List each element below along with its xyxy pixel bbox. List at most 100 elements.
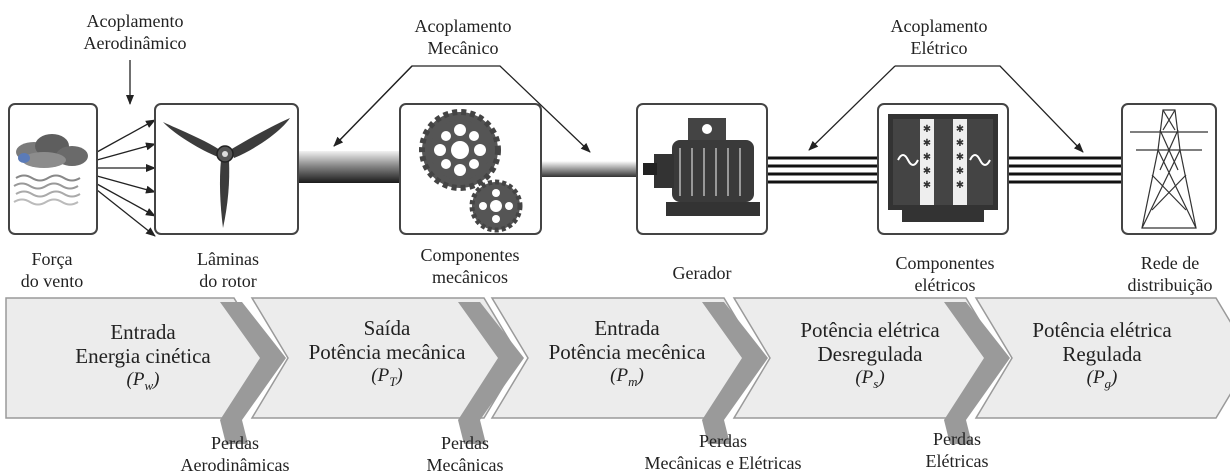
wind-arrows (96, 119, 156, 237)
stage-text-2: Saída Potência mecânica (PT) (287, 316, 487, 394)
coupling-label-line: Acoplamento (86, 11, 184, 31)
component-label-line: Gerador (672, 263, 732, 283)
mechanical-components-box (399, 103, 542, 235)
svg-text:✱: ✱ (956, 138, 964, 149)
symbol-letter: P (132, 369, 145, 390)
symbol-subscript: w (144, 377, 154, 393)
loss-label-line: Mecânicas e Elétricas (644, 453, 802, 473)
wind-force-box (8, 103, 98, 235)
stage-line: Entrada (110, 320, 176, 344)
component-label-line: distribuição (1127, 275, 1213, 295)
stage-line: Desregulada (817, 342, 923, 366)
stage-line: Energia cinética (75, 344, 211, 368)
component-label-line: elétricos (914, 275, 976, 295)
stage-symbol: (Ps) (855, 367, 885, 391)
stage-chevron-2 (250, 297, 521, 419)
symbol-subscript: T (389, 373, 397, 389)
svg-text:✱: ✱ (956, 166, 964, 177)
stage-text-3: Entrada Potência mecênica (Pm) (527, 316, 727, 394)
stage-line: Potência elétrica (800, 318, 940, 342)
stage-line: Potência elétrica (1032, 318, 1172, 342)
loss-label-mechanical-electrical: Perdas Mecânicas e Elétricas (628, 430, 818, 474)
coupling-label-line: Mecânico (427, 38, 499, 58)
coupling-label-line: Elétrico (910, 38, 968, 58)
symbol-letter: P (861, 367, 874, 388)
cloud-wind-icon (13, 134, 88, 206)
coupling-label-line: Acoplamento (414, 16, 512, 36)
loss-label-line: Perdas (211, 433, 259, 453)
loss-label-line: Elétricas (925, 451, 989, 471)
loss-arrow-4 (944, 302, 1010, 444)
loss-arrow-2 (458, 302, 524, 444)
component-label-line: do rotor (199, 271, 257, 291)
rotor-shaft (298, 151, 400, 183)
loss-label-aerodynamic: Perdas Aerodinâmicas (170, 432, 300, 476)
coupling-label-line: Acoplamento (890, 16, 988, 36)
transmission-tower-icon (1130, 109, 1208, 229)
component-label-line: mecânicos (432, 267, 508, 287)
stage-line: Potência mecênica (548, 340, 706, 364)
stage-line: Entrada (594, 316, 660, 340)
component-label-generator: Gerador (652, 262, 752, 284)
power-stage-chevrons (5, 297, 1230, 419)
converter-icon: ✱ ✱ ✱ ✱ ✱ ✱ ✱ ✱ ✱ ✱ (888, 114, 998, 222)
loss-label-line: Perdas (441, 433, 489, 453)
svg-text:✱: ✱ (923, 152, 931, 163)
svg-text:✱: ✱ (956, 124, 964, 135)
component-label-line: Força (31, 249, 73, 269)
coupling-label-line: Aerodinâmico (83, 33, 187, 53)
gearbox-shaft (541, 161, 637, 177)
stage-text-5: Potência elétrica Regulada (Pg) (1002, 318, 1202, 396)
loss-label-line: Mecânicas (426, 455, 504, 475)
mechanical-coupling-label: Acoplamento Mecânico (398, 15, 528, 59)
component-label-electrical: Componentes elétricos (880, 252, 1010, 296)
electrical-coupling-label: Acoplamento Elétrico (874, 15, 1004, 59)
loss-label-electrical: Perdas Elétricas (912, 428, 1002, 472)
gears-icon (419, 109, 523, 233)
generator-box (636, 103, 768, 235)
stage-line: Potência mecânica (308, 340, 466, 364)
stage-symbol: (Pm) (610, 365, 644, 389)
loss-arrow-1 (220, 302, 286, 444)
stage-line: Regulada (1062, 342, 1142, 366)
grid-box (1121, 103, 1217, 235)
loss-arrow-3 (702, 302, 768, 444)
symbol-subscript: g (1104, 375, 1112, 391)
component-label-line: Lâminas (197, 249, 259, 269)
component-label-mechanical: Componentes mecânicos (405, 244, 535, 288)
component-label-grid: Rede de distribuição (1112, 252, 1228, 296)
component-label-line: Componentes (895, 253, 995, 273)
component-label-line: Rede de (1140, 253, 1200, 273)
component-label-rotor: Lâminas do rotor (180, 248, 276, 292)
stage-text-4: Potência elétrica Desregulada (Ps) (770, 318, 970, 396)
svg-text:✱: ✱ (923, 180, 931, 191)
component-label-line: do vento (20, 271, 84, 291)
rotor-blades-box (154, 103, 299, 235)
svg-text:✱: ✱ (956, 180, 964, 191)
stage-symbol: (PT) (371, 365, 403, 389)
svg-text:✱: ✱ (923, 138, 931, 149)
loss-label-line: Perdas (699, 431, 747, 451)
symbol-letter: P (377, 365, 390, 386)
loss-label-line: Perdas (933, 429, 981, 449)
loss-label-line: Aerodinâmicas (180, 455, 290, 475)
generator-icon (643, 118, 760, 216)
electrical-components-box: ✱ ✱ ✱ ✱ ✱ ✱ ✱ ✱ ✱ ✱ (877, 103, 1009, 235)
symbol-letter: P (616, 365, 629, 386)
electrical-coupling-arrows (808, 65, 1084, 153)
loss-label-mechanical: Perdas Mecânicas (410, 432, 520, 476)
rotor-blades-icon (163, 118, 290, 228)
aerodynamic-coupling-label: Acoplamento Aerodinâmico (70, 10, 200, 54)
symbol-letter: P (1092, 367, 1105, 388)
stage-symbol: (Pg) (1086, 367, 1118, 391)
grid-cables (1008, 156, 1122, 184)
symbol-subscript: s (873, 375, 879, 391)
svg-text:✱: ✱ (923, 124, 931, 135)
component-label-line: Componentes (420, 245, 520, 265)
stage-line: Saída (363, 316, 411, 340)
mechanical-coupling-arrows (333, 65, 591, 153)
component-label-wind: Força do vento (4, 248, 100, 292)
loss-arrows (220, 302, 1010, 444)
